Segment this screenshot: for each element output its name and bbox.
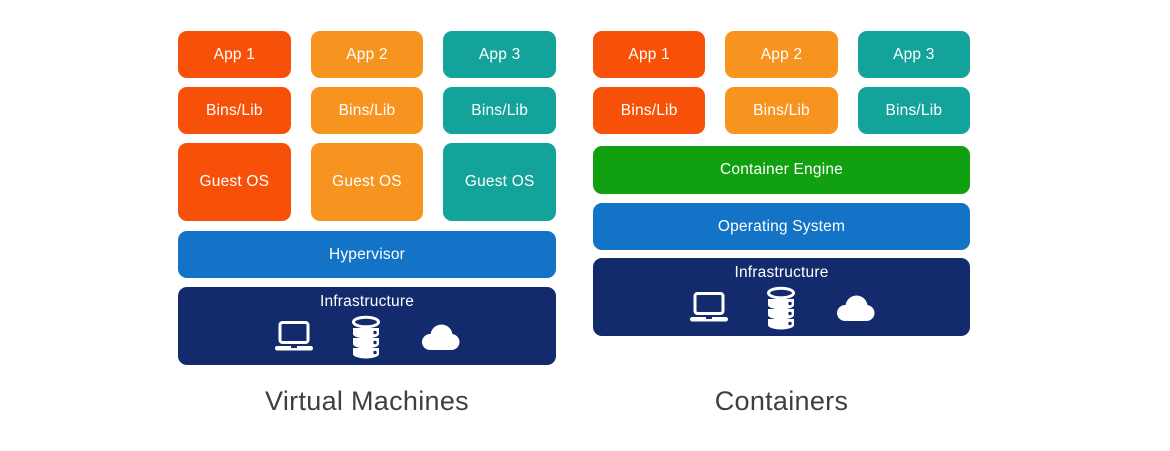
container-app1-block: App 1: [593, 31, 706, 78]
vm-guest-os3-block: Guest OS: [443, 143, 556, 221]
container-bins-row: Bins/Lib Bins/Lib Bins/Lib: [593, 87, 970, 134]
virtual-machines-title: Virtual Machines: [265, 386, 469, 416]
hypervisor-bar: Hypervisor: [178, 231, 556, 278]
vm-guest-os2-block: Guest OS: [310, 143, 424, 221]
containers-title: Containers: [714, 386, 849, 416]
database-icon: [350, 315, 382, 360]
vm-bins1-block: Bins/Lib: [178, 87, 291, 134]
vm-infrastructure-bar: Infrastructure: [178, 287, 556, 365]
database-icon: [765, 286, 797, 331]
infrastructure-icons: [687, 285, 877, 331]
container-engine-bar: Container Engine: [593, 146, 970, 194]
laptop-icon: [687, 292, 731, 324]
cloud-icon: [416, 323, 462, 351]
vm-app1-block: App 1: [178, 31, 291, 78]
container-app2-block: App 2: [725, 31, 838, 78]
infrastructure-label: Infrastructure: [734, 264, 829, 281]
infrastructure-icons: [272, 314, 462, 360]
operating-system-bar: Operating System: [593, 203, 970, 250]
vm-guest-os1-block: Guest OS: [178, 143, 291, 221]
container-app3-block: App 3: [857, 31, 970, 78]
vm-guest-os-row: Guest OS Guest OS Guest OS: [178, 143, 556, 221]
vm-bins2-block: Bins/Lib: [310, 87, 424, 134]
vm-app-row: App 1 App 2 App 3: [178, 31, 556, 78]
vm-app2-block: App 2: [310, 31, 424, 78]
container-infrastructure-bar: Infrastructure: [593, 258, 970, 336]
container-bins2-block: Bins/Lib: [725, 87, 838, 134]
infrastructure-label: Infrastructure: [319, 293, 415, 310]
container-bins3-block: Bins/Lib: [857, 87, 970, 134]
vm-bins-row: Bins/Lib Bins/Lib Bins/Lib: [178, 87, 556, 134]
vm-app3-block: App 3: [443, 31, 556, 78]
vm-bins3-block: Bins/Lib: [443, 87, 556, 134]
laptop-icon: [272, 321, 316, 353]
cloud-icon: [831, 294, 877, 322]
container-app-row: App 1 App 2 App 3: [593, 31, 970, 78]
container-bins1-block: Bins/Lib: [593, 87, 706, 134]
